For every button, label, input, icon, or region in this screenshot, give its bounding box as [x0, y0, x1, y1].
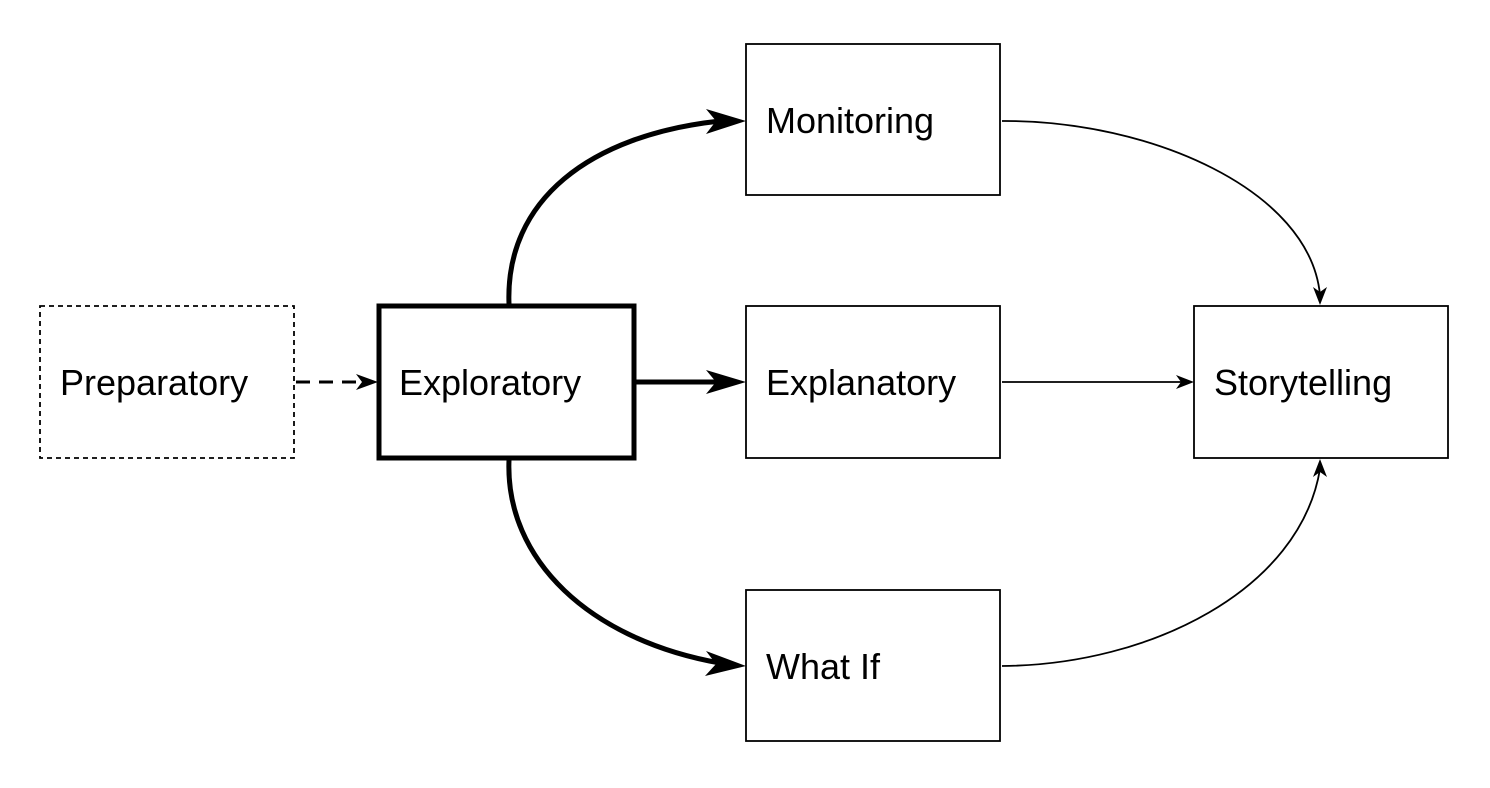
edge-whatif-storytelling — [1001, 468, 1321, 667]
arrowhead-exploratory-whatif — [705, 651, 746, 676]
arrowhead-preparatory-exploratory — [356, 374, 378, 390]
arrowhead-exploratory-explanatory — [706, 370, 746, 394]
node-exploratory: Exploratory — [376, 303, 637, 461]
node-monitoring-box — [745, 43, 1001, 196]
edges — [296, 109, 1327, 676]
node-storytelling: Storytelling — [1193, 305, 1449, 459]
edge-exploratory-monitoring — [506, 118, 721, 305]
node-preparatory-label: Preparatory — [60, 362, 248, 403]
node-explanatory: Explanatory — [745, 305, 1001, 459]
node-monitoring-label: Monitoring — [766, 100, 934, 141]
node-exploratory-label: Exploratory — [399, 362, 581, 403]
edge-exploratory-whatif — [506, 459, 721, 666]
node-explanatory-label: Explanatory — [766, 362, 956, 403]
edge-monitoring-storytelling — [1001, 120, 1321, 296]
node-storytelling-box — [1193, 305, 1449, 459]
node-preparatory: Preparatory — [39, 305, 295, 459]
node-storytelling-label: Storytelling — [1214, 362, 1392, 403]
arrowhead-explanatory-storytelling — [1176, 375, 1194, 389]
node-what-if: What If — [745, 589, 1001, 742]
node-exploratory-box — [376, 303, 637, 461]
node-monitoring: Monitoring — [745, 43, 1001, 196]
arrowhead-monitoring-storytelling — [1313, 287, 1327, 305]
node-what-if-box — [745, 589, 1001, 742]
node-what-if-label: What If — [766, 646, 881, 687]
node-explanatory-box — [745, 305, 1001, 459]
node-preparatory-box — [39, 305, 295, 459]
arrowhead-whatif-storytelling — [1313, 459, 1327, 477]
arrowhead-exploratory-monitoring — [706, 109, 746, 134]
